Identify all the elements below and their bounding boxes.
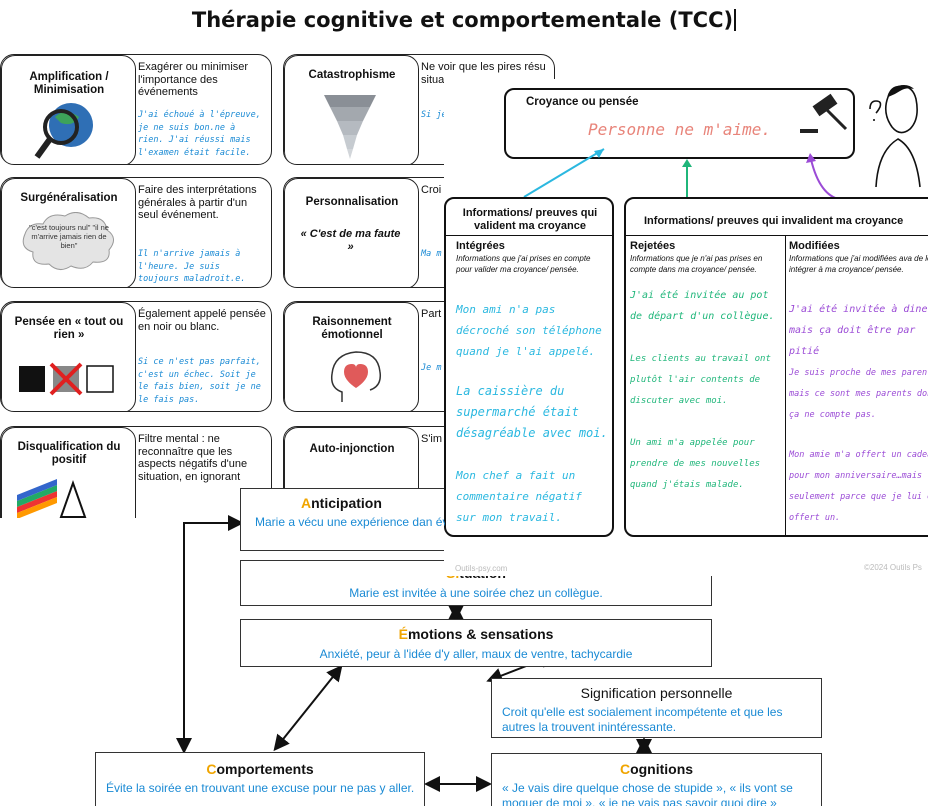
card-definition: Faire des interprétations générales à pa… (138, 184, 257, 221)
invalident-title: Informations/ preuves qui invalident ma … (644, 215, 904, 227)
box-desc: Croit qu'elle est socialement incompéten… (502, 705, 783, 734)
card-tout-ou-rien: Pensée en « tout ou rien » Également app… (0, 301, 272, 412)
card-left-frame (1, 302, 136, 411)
watermark-left-overlay: Outils-psy.com (455, 564, 508, 573)
title-initial: A (301, 495, 312, 511)
card-name: Auto-injonction (309, 443, 395, 455)
integrees-item-2: La caissière du supermarché était désagr… (456, 384, 608, 440)
title-rest: ognitions (630, 761, 694, 777)
thinking-person-icon (869, 85, 921, 188)
watermark-right: ©2024 Outils Ps (864, 563, 922, 572)
card-name: Amplification / Minimisation (29, 71, 109, 96)
box-desc: Évite la soirée en trouvant une excuse p… (106, 781, 415, 795)
card-left-frame (284, 178, 419, 287)
rejetees-head: Rejetées (630, 240, 676, 252)
title-initial: C (619, 761, 631, 777)
modifiees-sub: Informations que j'ai modifiées ava de l… (789, 254, 928, 274)
prism-rainbow-icon (17, 479, 87, 518)
box-title: Cognitions (492, 761, 821, 777)
card-left-frame (284, 427, 419, 518)
box-desc: Anxiété, peur à l'idée d'y aller, maux d… (319, 647, 633, 661)
card-name: Catastrophisme (308, 69, 396, 81)
box-title: Émotions & sensations (241, 626, 711, 642)
thought-cloud-icon (22, 212, 114, 270)
gavel-icon (800, 93, 848, 133)
divider (446, 235, 612, 236)
box-cognitions: Cognitions « Je vais dire quelque chose … (491, 753, 822, 806)
rejetees-item-1: J'ai été invitée au pot de départ d'un c… (630, 290, 775, 322)
title-initial: É (398, 626, 408, 642)
rejetees-item-3: Un ami m'a appelée pour prendre de mes n… (630, 438, 761, 490)
card-quote: « C'est de ma faute » (300, 228, 401, 253)
box-title: Comportements (96, 761, 424, 777)
card-disqualification: Disqualification du positif Filtre menta… (0, 426, 272, 518)
box-anticipation: Anticipation Marie a vécu une expérience… (240, 488, 445, 551)
invalident-box: Informations/ preuves qui invalident ma … (624, 197, 928, 537)
card-name: Surgénéralisation (20, 192, 118, 204)
valident-title: Informations/ preuves qui valident ma cr… (462, 207, 598, 232)
integrees-item-1: Mon ami n'a pas décroché son téléphone q… (456, 303, 602, 358)
croyance-worksheet: Croyance ou pensée Personne ne m'aime. I… (444, 79, 928, 576)
card-example: Il n'arrive jamais à l'heure. Je suis to… (138, 249, 246, 284)
card-definition: Exagérer ou minimiser l'importance des é… (138, 61, 249, 98)
card-amplification: Amplification / Minimisation Exagérer ou… (0, 54, 272, 165)
rejetees-item-2: Les clients au travail ont plutôt l'air … (630, 354, 771, 406)
squares-icon (19, 362, 114, 396)
title-text: Thérapie cognitive et comportementale (T… (191, 8, 734, 32)
column-divider (785, 235, 786, 537)
card-definition: Également appelé pensée en noir ou blanc… (138, 308, 266, 333)
card-example: Si ce n'est pas parfait, c'est un échec.… (138, 357, 261, 405)
integrees-head: Intégrées (456, 240, 505, 252)
box-desc: Marie est invitée à une soirée chez un c… (349, 586, 603, 600)
card-left-frame (1, 178, 136, 287)
divider (626, 235, 928, 236)
box-title: Signification personnelle (580, 685, 733, 701)
title-rest: omportements (216, 761, 314, 777)
title-initial: C (206, 761, 217, 777)
card-name: Disqualification du positif (17, 441, 121, 466)
card-name: Personnalisation (305, 196, 399, 208)
box-emotions: Émotions & sensations Anxiété, peur à l'… (240, 619, 712, 667)
box-title: Anticipation (301, 495, 444, 511)
box-comportements: Comportements Évite la soirée en trouvan… (95, 752, 425, 806)
box-signification: Signification personnelle Croit qu'elle … (491, 678, 822, 738)
rejetees-sub: Informations que je n'ai pas prises en c… (630, 254, 763, 274)
integrees-item-3: Mon chef a fait un commentaire négatif s… (456, 469, 582, 524)
text-caret (734, 9, 737, 31)
modifiees-item-1: J'ai été invitée à diner… mais ça doit ê… (789, 304, 928, 357)
card-name: Raisonnement émotionnel (312, 316, 392, 341)
overlap-mask (444, 560, 712, 576)
magnifier-globe-icon (34, 103, 93, 159)
title-rest: nticipation (311, 495, 382, 511)
integrees-sub: Informations que j'ai prises en compte p… (456, 254, 591, 274)
card-name: Pensée en « tout ou rien » (14, 316, 124, 341)
head-heart-icon (330, 351, 382, 402)
title-rest: motions & sensations (407, 626, 554, 642)
modifiees-head: Modifiées (789, 240, 840, 252)
croyance-text: Personne ne m'aime. (587, 120, 772, 139)
card-left-frame (284, 302, 419, 411)
card-left-frame (1, 55, 136, 164)
valident-box: Informations/ preuves qui valident ma cr… (444, 197, 614, 537)
box-desc: Marie a vécu une expérience dan évènemen… (255, 515, 445, 529)
page-title: Thérapie cognitive et comportementale (T… (0, 8, 928, 32)
croyance-label: Croyance ou pensée (526, 96, 639, 108)
tornado-icon (324, 95, 376, 159)
card-left-frame (284, 55, 419, 164)
croyance-box: Croyance ou pensée Personne ne m'aime. (504, 88, 855, 159)
card-example: J'ai échoué à l'épreuve, je ne suis bon.… (138, 110, 261, 158)
card-surgeneralisation: Surgénéralisation "c'est toujours nul" "… (0, 177, 272, 288)
cloud-text: "c'est toujours nul" "il ne m'arrive jam… (29, 223, 109, 250)
modifiees-item-3: Mon amie m'a offert un cadeau pour mon a… (789, 450, 928, 523)
modifiees-item-2: Je suis proche de mes parents… mais ce s… (789, 368, 928, 420)
card-definition: Ne voir que les pires résu situa (421, 61, 546, 86)
card-definition: Filtre mental : ne reconnaître que les a… (138, 433, 248, 483)
box-desc: « Je vais dire quelque chose de stupide … (502, 781, 793, 806)
card-left-frame (1, 427, 136, 518)
